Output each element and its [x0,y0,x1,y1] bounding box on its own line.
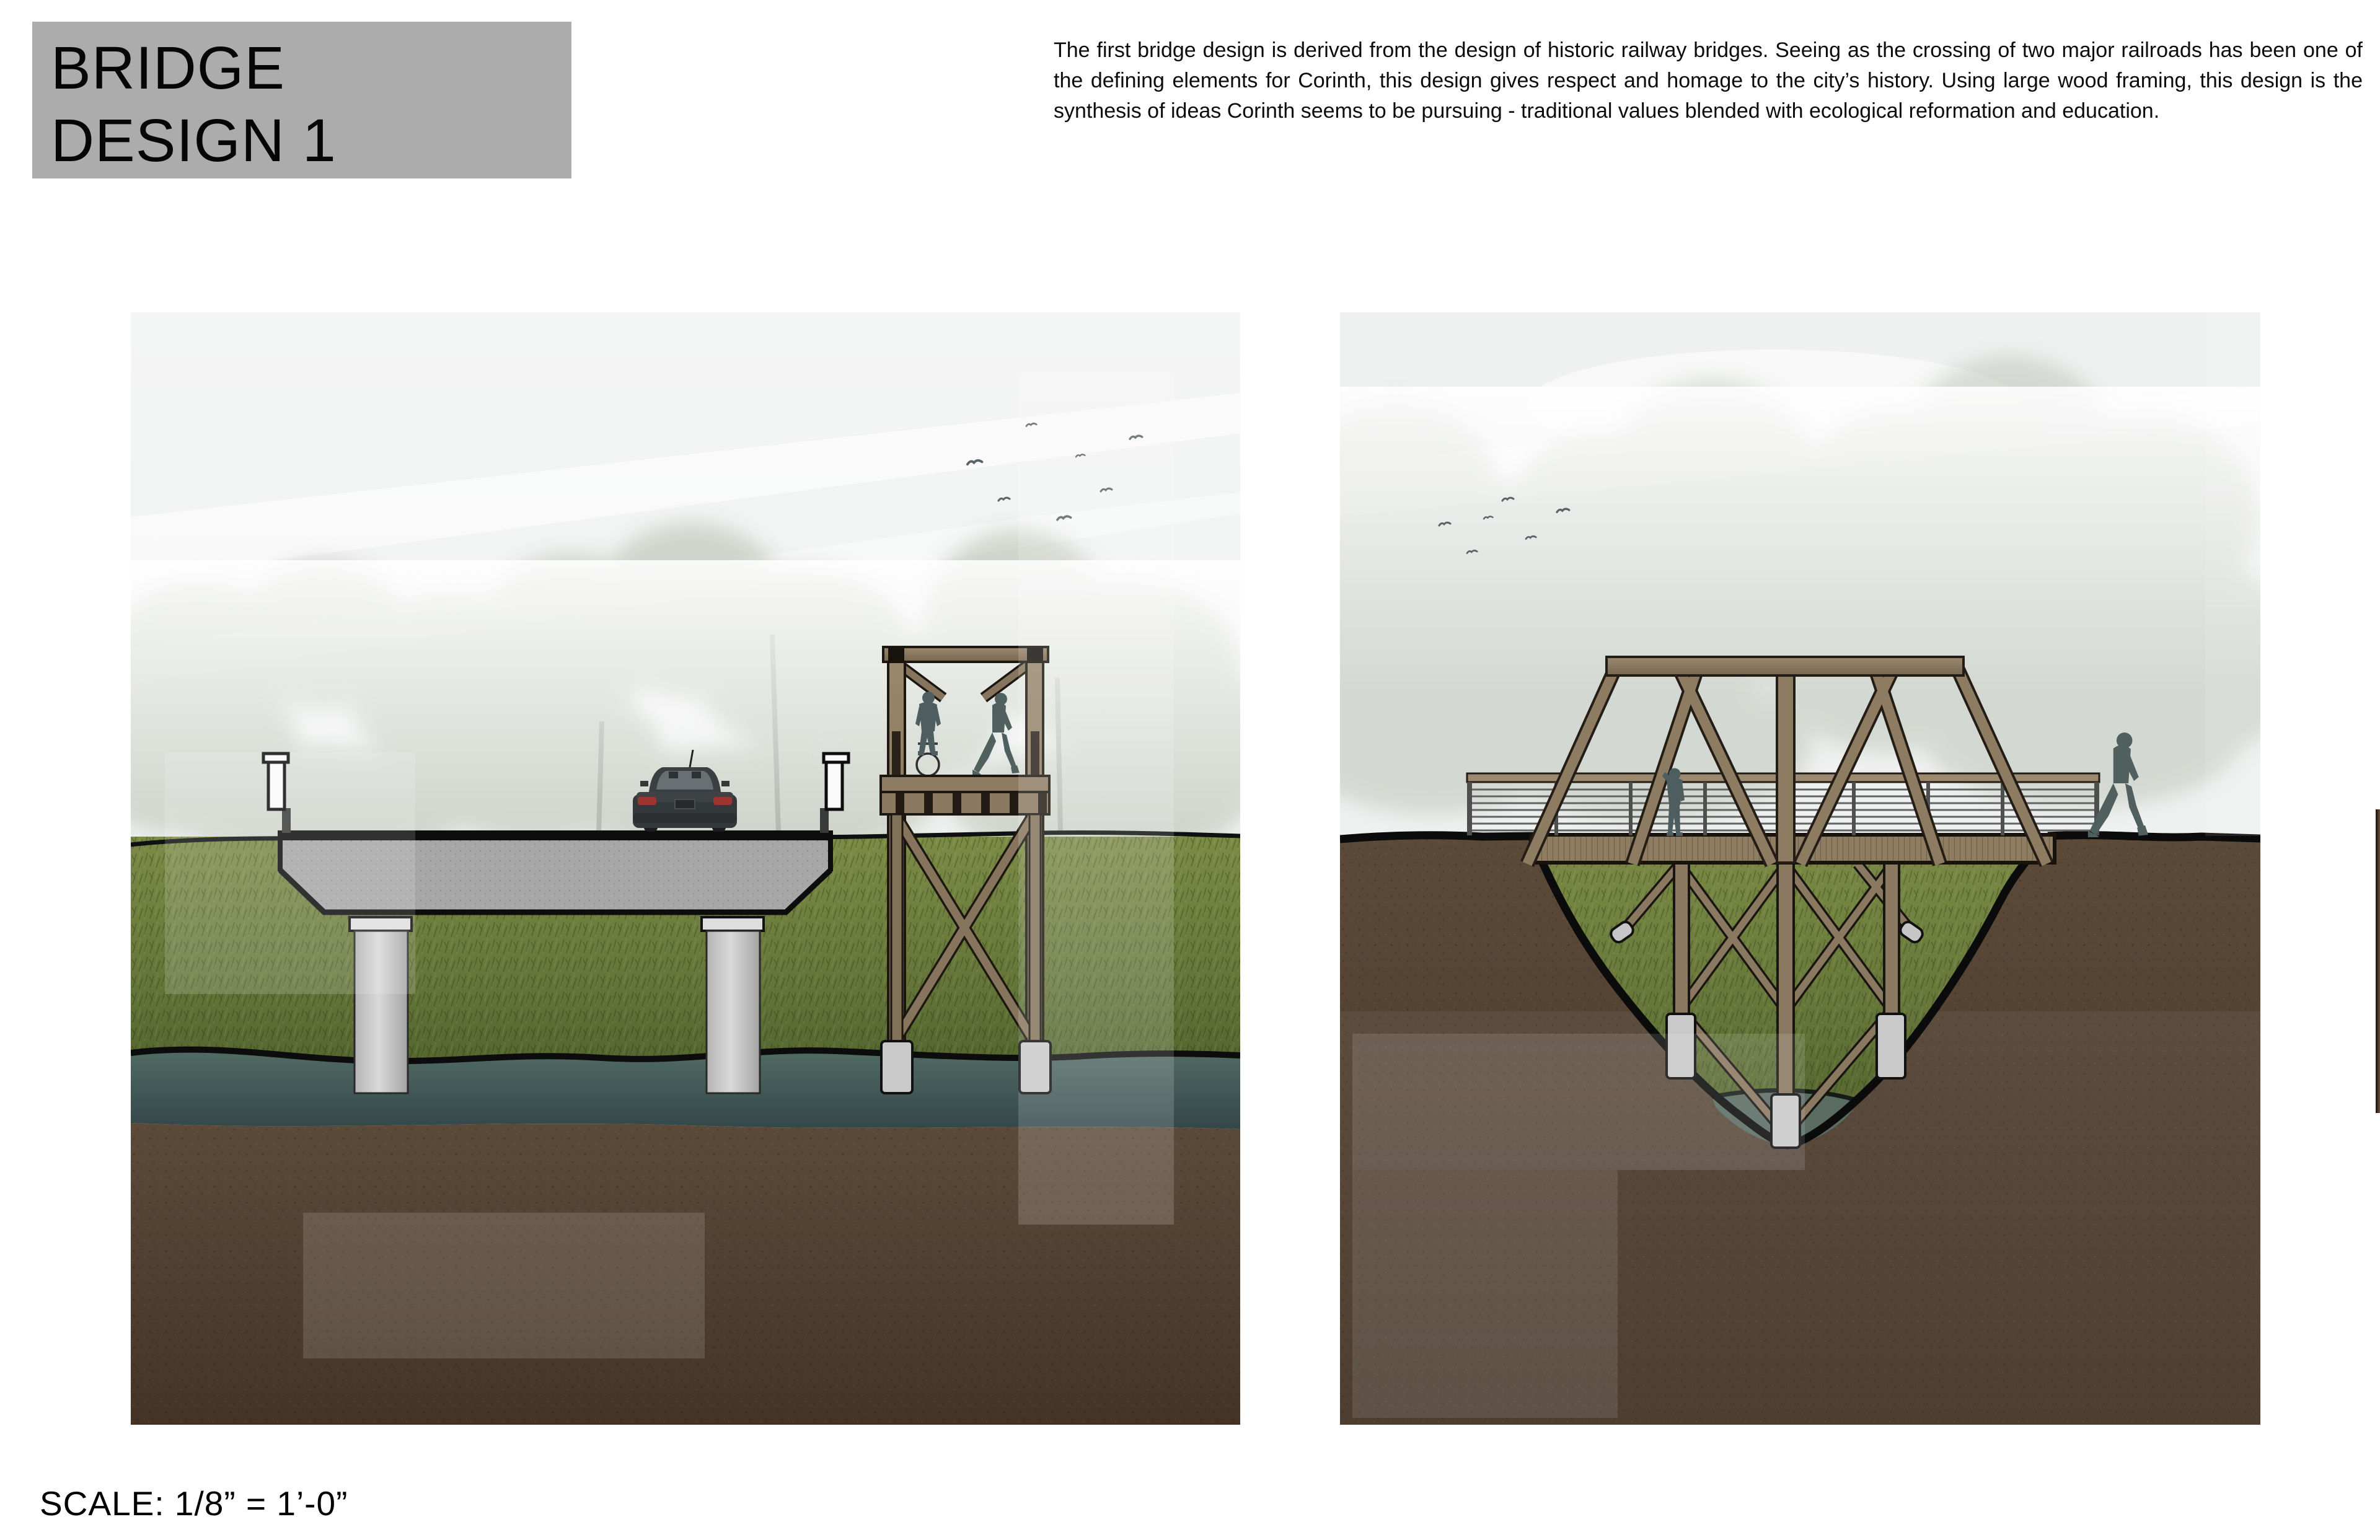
tower-footing-left [880,1040,914,1094]
slope-anchor-right [1899,920,1924,944]
tree-line [1340,356,2260,821]
pier-cap-right [700,916,765,932]
drawing-vehicular-bridge-section [131,312,1240,1425]
drawing-truss-bridge-section [1340,312,2260,1425]
adjacent-drawing-sliver [2376,809,2380,1113]
collage-overlays [165,373,1174,1358]
soil-section [1340,834,2260,1425]
scale-note: SCALE: 1/8” = 1’-0” [40,1484,348,1523]
truss-center-post [1776,656,1796,864]
truss-top-chord [1605,656,1965,677]
car [633,749,737,832]
slope-anchor-left [1610,920,1634,944]
title-block: BRIDGE DESIGN 1 [32,22,571,178]
trestle-footing-left [1665,1013,1696,1080]
ground-line-right [2047,831,2260,843]
trestle-footing-center [1770,1093,1801,1149]
guardrail-posts [262,752,850,811]
pier-right [705,930,761,1094]
concrete-bridge [262,752,850,1094]
curb-right [820,808,829,833]
deck-top-line [280,830,831,840]
curb-left [282,808,291,833]
tower-top-beam [882,646,1049,663]
collage-overlays [1352,312,2260,1418]
tree-line [131,523,1240,858]
page-title-line-2: DESIGN 1 [51,107,337,174]
soil-section [131,1123,1240,1425]
tower-footing-right [1018,1040,1052,1094]
truss-bridge-svg [1340,312,2260,1425]
tower-joists [879,791,1051,816]
pier-left [353,930,409,1094]
car-antenna [689,749,694,768]
trestle-footing-right [1875,1013,1906,1080]
vehicular-bridge-svg [131,312,1240,1425]
ground-line-left [1340,831,1535,843]
page-title-line-1: BRIDGE [51,34,285,102]
timber-tower [879,646,1052,1094]
timber-truss [1520,656,2053,868]
description-paragraph: The first bridge design is derived from … [1054,38,2363,123]
